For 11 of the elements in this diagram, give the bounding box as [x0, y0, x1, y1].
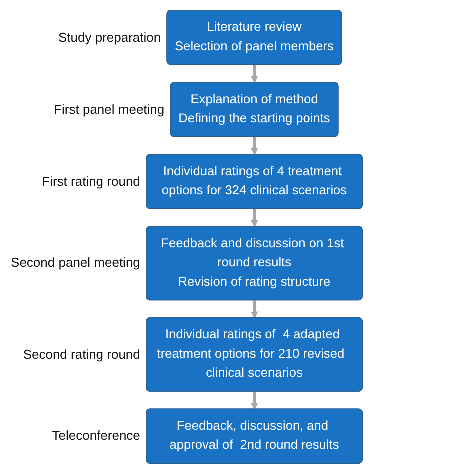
stage-label: First rating round: [42, 174, 140, 189]
arrow: [251, 65, 258, 84]
stage-label: Second rating round: [23, 346, 140, 362]
stage-label: Teleconference: [52, 428, 140, 444]
arrow: [251, 300, 258, 319]
stage-label: Second panel meeting: [11, 255, 140, 270]
arrow: [251, 392, 258, 410]
arrow: [251, 137, 258, 156]
stage-label: Study preparation: [58, 30, 162, 45]
arrow: [251, 209, 258, 228]
stage-label: First panel meeting: [54, 102, 165, 117]
